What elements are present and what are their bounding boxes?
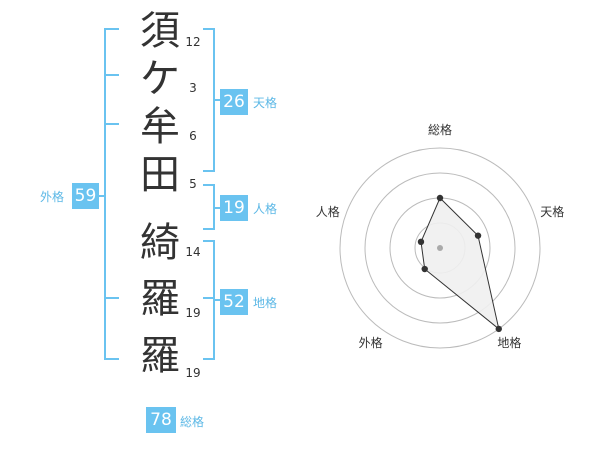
tenkaku-label: 天格 (253, 96, 278, 110)
radar-axis-label: 外格 (358, 336, 383, 351)
name-char: 綺 (140, 220, 180, 266)
radar-point (474, 232, 482, 239)
jinkaku-value: 19 (220, 195, 248, 221)
radar-ring (364, 172, 516, 324)
chikaku-label: 地格 (253, 296, 278, 310)
gaikaku-label: 外格 (40, 190, 65, 204)
jinkaku-bracket (203, 184, 220, 230)
radar-shape (420, 197, 500, 331)
radar-point (436, 194, 444, 202)
soukaku-value: 78 (146, 407, 176, 433)
radar-axis-label: 総格 (427, 123, 452, 137)
stroke-count: 6 (189, 129, 197, 143)
name-char: 田 (140, 152, 180, 198)
radar-axis-label: 地格 (497, 336, 522, 351)
stroke-count: 19 (185, 306, 201, 320)
outer-bracket (97, 28, 119, 360)
jinkaku-label: 人格 (253, 202, 278, 216)
chikaku-bracket (203, 240, 220, 360)
stroke-count: 5 (189, 177, 197, 191)
soukaku-label: 総格 (180, 415, 205, 429)
stroke-count: 12 (185, 35, 201, 49)
tenkaku-value: 26 (220, 89, 248, 115)
radar-axis-label: 人格 (315, 204, 340, 219)
chikaku-value: 52 (220, 289, 248, 315)
radar-point (421, 265, 428, 273)
tenkaku-bracket (203, 28, 220, 172)
stroke-count: 14 (185, 245, 201, 259)
stroke-count: 3 (189, 81, 197, 95)
radar-point (495, 325, 502, 333)
stroke-count: 19 (185, 366, 201, 380)
name-char: ケ (140, 56, 180, 102)
radar-ring (339, 147, 541, 349)
radar-axis-label: 天格 (540, 204, 565, 219)
name-char: 羅 (140, 333, 180, 379)
name-char: 牟 (140, 104, 180, 150)
radar-center-dot (437, 245, 443, 251)
name-char: 須 (140, 8, 180, 54)
name-char: 羅 (140, 276, 180, 322)
radar-point (417, 238, 425, 246)
gaikaku-value: 59 (72, 183, 99, 209)
